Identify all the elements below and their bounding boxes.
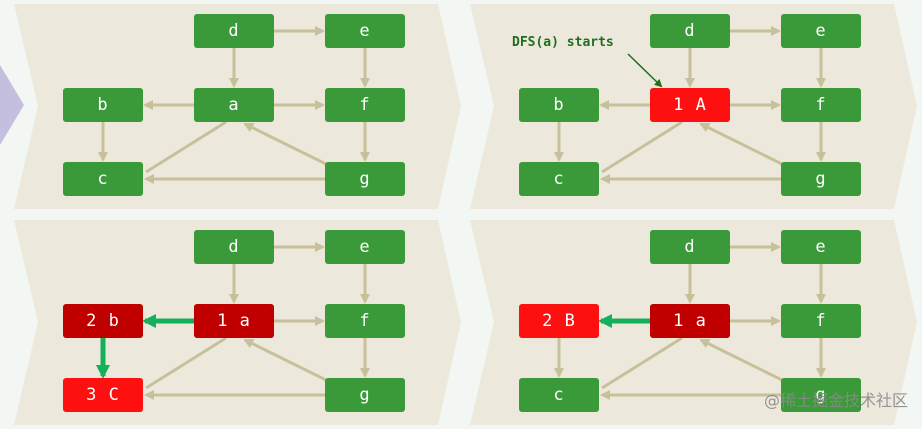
node-e: e (325, 14, 405, 48)
node-a: 1 A (650, 88, 730, 122)
watermark: @稀土掘金技术社区 (763, 391, 908, 410)
edge-g-a (243, 122, 331, 168)
edge-a-c (601, 336, 683, 390)
side-arrow-icon (0, 65, 24, 145)
node-b: 2 b (63, 304, 143, 338)
node-b: 2 B (519, 304, 599, 338)
panel-4: d e 2 B 1 a f c g (456, 216, 917, 429)
node-c: 3 C (63, 378, 143, 412)
node-d: d (650, 14, 730, 48)
edge-g-a (699, 338, 787, 384)
dfs-caption: DFS(a) starts (512, 35, 614, 50)
caption-pointer (627, 53, 663, 88)
panel-1: d e b a f c g (0, 0, 461, 213)
node-f: f (781, 88, 861, 122)
node-c: c (519, 378, 599, 412)
node-d: d (650, 230, 730, 264)
node-d: d (194, 14, 274, 48)
node-f: f (325, 88, 405, 122)
node-e: e (781, 230, 861, 264)
node-e: e (325, 230, 405, 264)
node-c: c (63, 162, 143, 196)
node-b: b (63, 88, 143, 122)
node-g: g (325, 378, 405, 412)
node-a: a (194, 88, 274, 122)
node-g: g (781, 378, 861, 412)
edge-a-c (145, 120, 227, 174)
edge-g-a (699, 122, 787, 168)
node-a: 1 a (650, 304, 730, 338)
edge-a-c (601, 120, 683, 174)
panel-3: d e 2 b 1 a f 3 C g (0, 216, 461, 429)
node-b: b (519, 88, 599, 122)
node-f: f (325, 304, 405, 338)
node-e: e (781, 14, 861, 48)
node-g: g (781, 162, 861, 196)
node-a: 1 a (194, 304, 274, 338)
node-d: d (194, 230, 274, 264)
node-f: f (781, 304, 861, 338)
edge-a-c (145, 336, 227, 390)
panel-2: d e b 1 A f c g DFS(a) starts (456, 0, 917, 213)
edge-g-a (243, 338, 331, 384)
node-c: c (519, 162, 599, 196)
node-g: g (325, 162, 405, 196)
